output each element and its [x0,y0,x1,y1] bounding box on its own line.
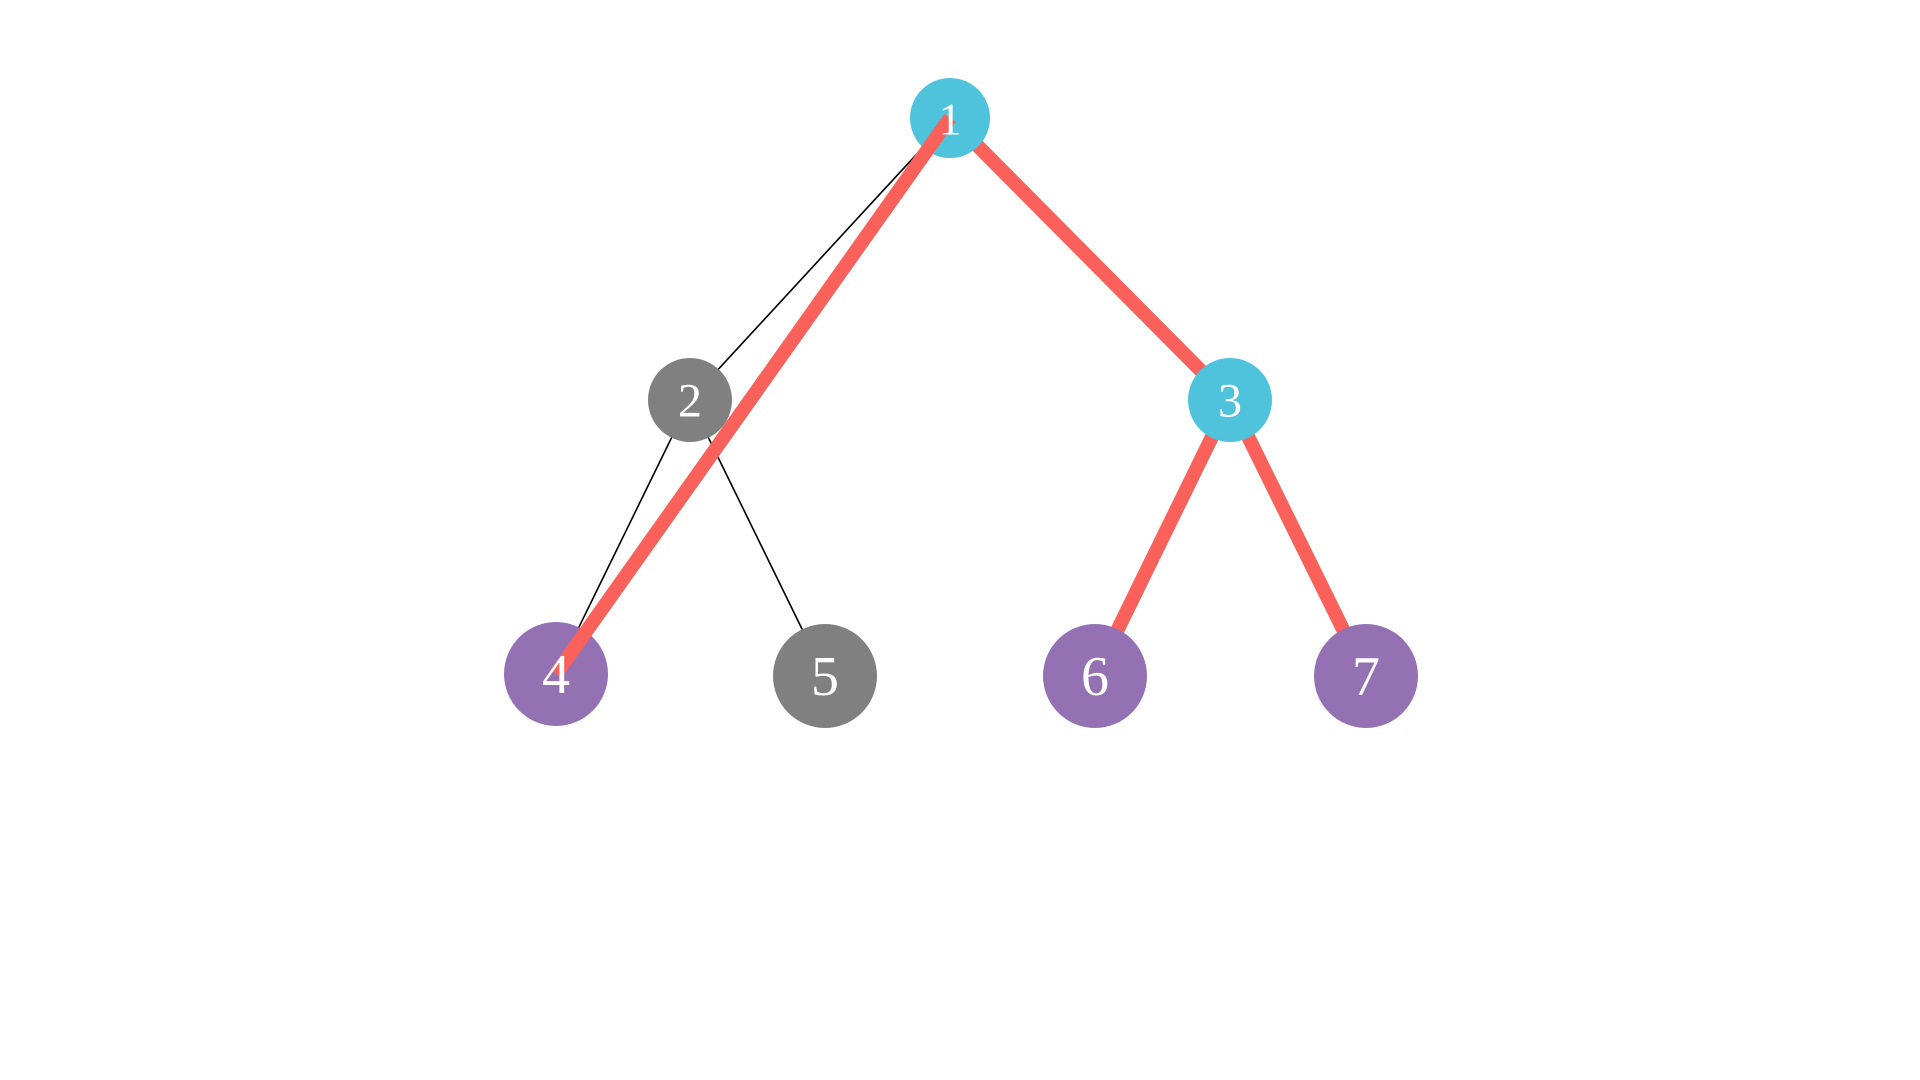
edge-highlighted [550,113,956,679]
graph-node-label-6: 6 [1081,646,1109,708]
graph-node-label-5: 5 [811,646,839,708]
graph-node-label-4: 4 [542,644,570,706]
graph-node-label-2: 2 [678,375,702,428]
graph-node-7[interactable] [1314,624,1418,728]
graph-node-6[interactable] [1043,624,1147,728]
graph-node-label-7: 7 [1352,646,1380,708]
graph-node-label-3: 3 [1218,375,1242,428]
edge [689,117,951,401]
graph-node-5[interactable] [773,624,877,728]
node-layer [504,78,1418,728]
edge-layer-over [550,113,956,679]
edge-highlighted [945,113,1235,405]
graph-node-3[interactable] [1188,358,1272,442]
graph-node-2[interactable] [648,358,732,442]
graph-node-label-1: 1 [939,94,962,145]
node-label-layer: 1 2 3 4 5 6 7 [542,94,1380,709]
